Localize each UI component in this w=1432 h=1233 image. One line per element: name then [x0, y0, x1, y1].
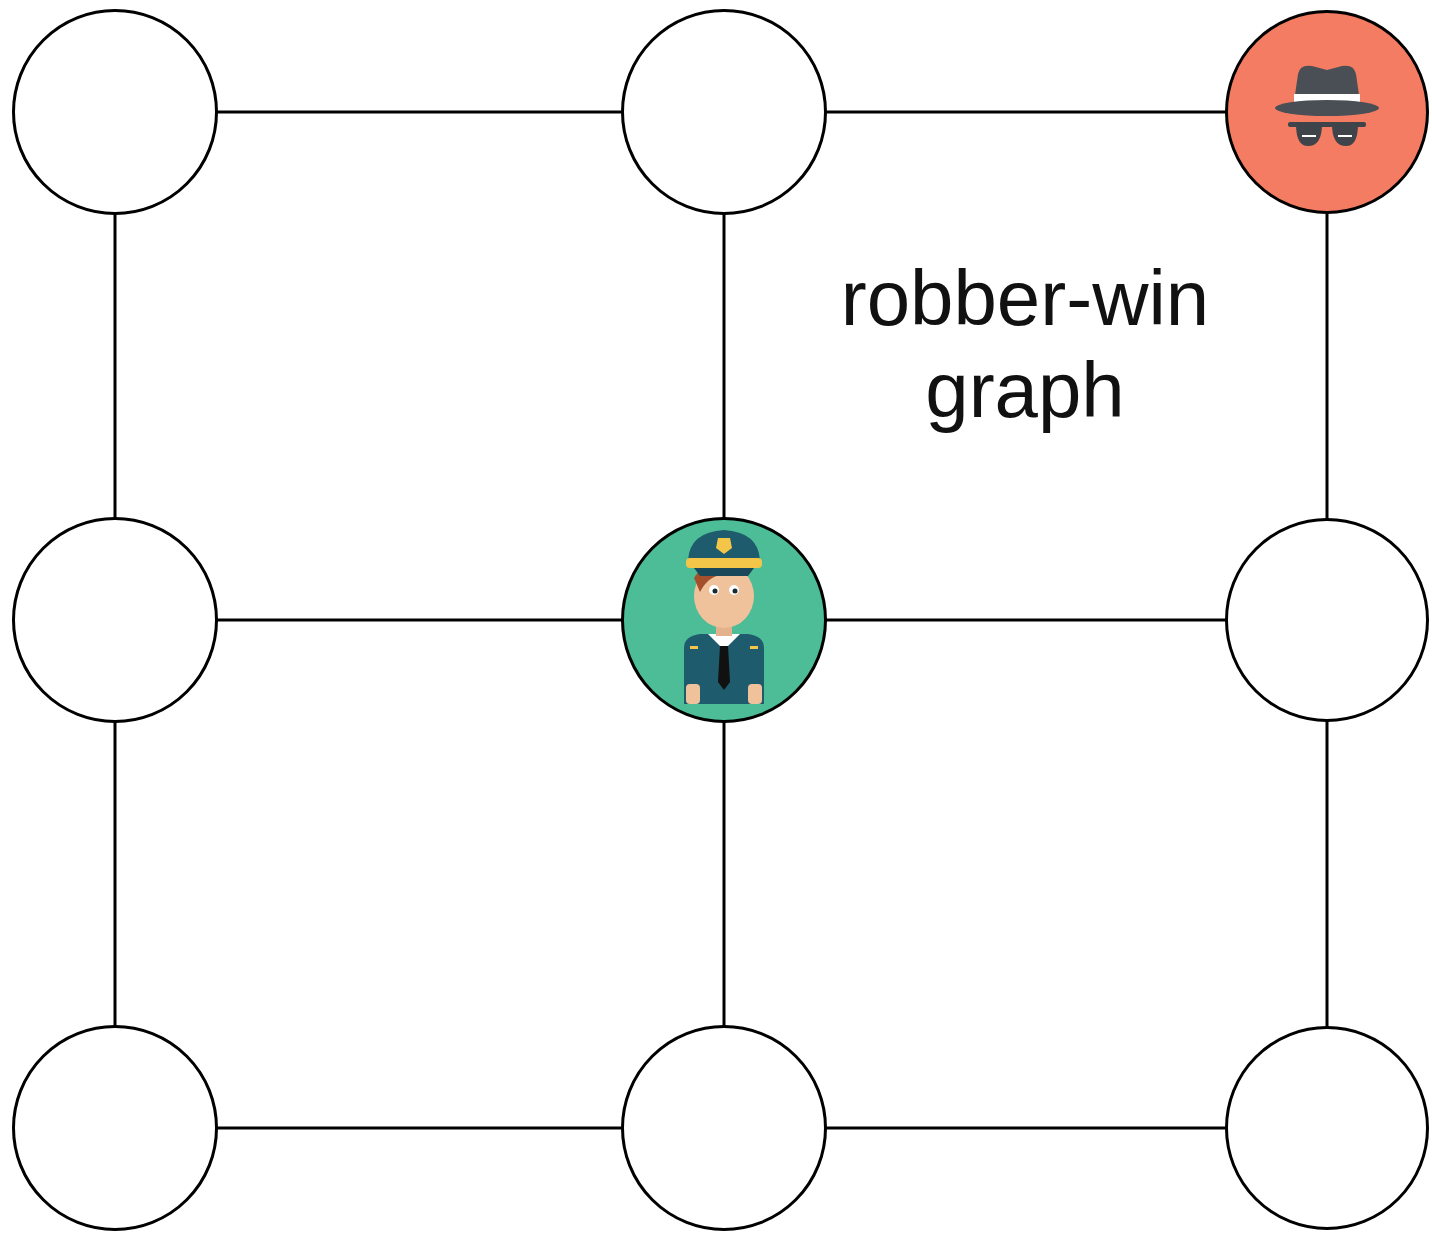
graph-edge: [115, 214, 116, 518]
graph-edge: [826, 620, 1226, 621]
graph-edge: [724, 722, 725, 1026]
graph-edge: [217, 620, 622, 621]
graph-edge: [826, 1128, 1226, 1129]
graph-vertex: [12, 517, 218, 723]
cop-token: [623, 519, 825, 721]
graph-edge: [826, 112, 1226, 113]
robber-token: [1227, 12, 1427, 212]
graph-edge: [217, 1128, 622, 1129]
graph-edge: [724, 214, 725, 518]
graph-edge: [115, 722, 116, 1026]
graph-edge: [217, 112, 622, 113]
graph-vertex: [621, 517, 827, 723]
graph-vertex: [621, 1025, 827, 1231]
graph-edge: [1327, 213, 1328, 519]
graph-vertex: [12, 9, 218, 215]
graph-edge: [1327, 721, 1328, 1027]
graph-vertex: [1225, 10, 1429, 214]
graph-vertex: [1225, 1026, 1429, 1230]
graph-caption: robber-win graph: [815, 252, 1235, 436]
graph-vertex: [12, 1025, 218, 1231]
graph-vertex: [1225, 518, 1429, 722]
graph-vertex: [621, 9, 827, 215]
